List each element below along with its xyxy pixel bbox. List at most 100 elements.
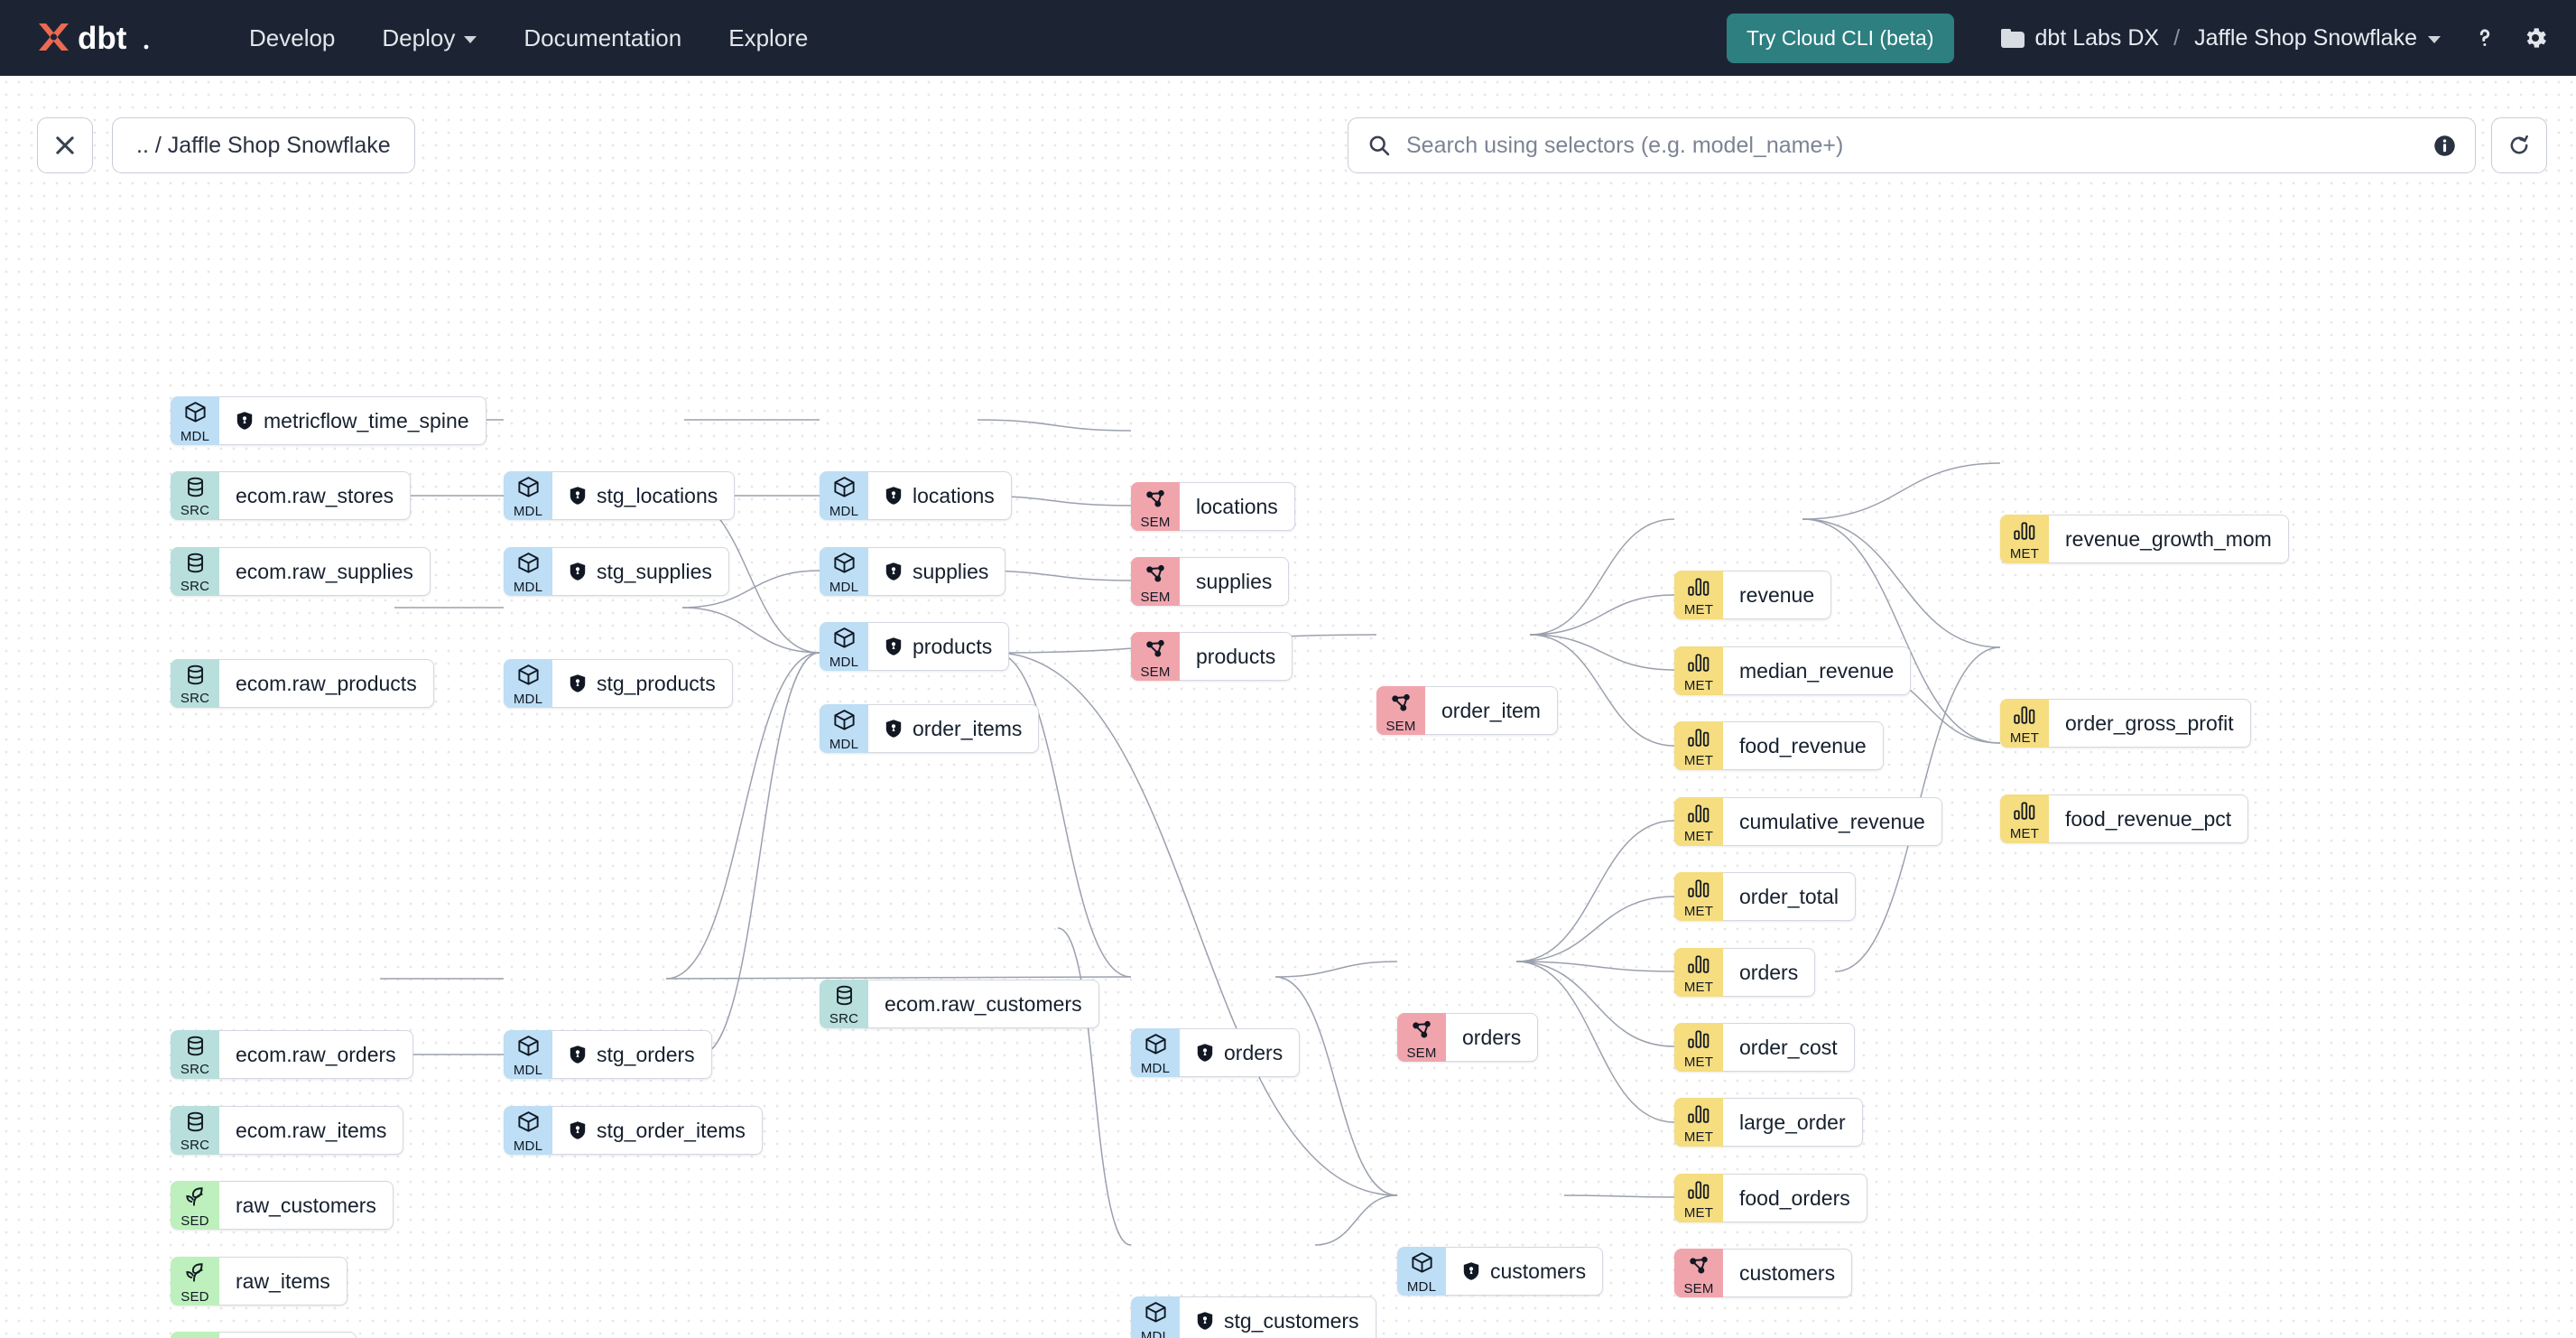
node-body: ecom.raw_stores xyxy=(219,471,412,520)
close-button[interactable] xyxy=(37,117,93,173)
mdl-icon xyxy=(1144,1300,1168,1329)
nav-item-explore[interactable]: Explore xyxy=(705,15,831,61)
project-selector[interactable]: Jaffle Shop Snowflake xyxy=(2194,25,2441,51)
met-icon xyxy=(1687,652,1710,678)
lineage-edge xyxy=(1515,961,1675,1047)
node-type-badge-src: SRC xyxy=(171,1106,219,1155)
search-input[interactable] xyxy=(1406,132,2418,159)
graph-node-ecom.raw_orders[interactable]: SRC ecom.raw_orders xyxy=(171,1030,413,1079)
help-icon[interactable] xyxy=(2471,24,2498,51)
lineage-edge xyxy=(1515,820,1675,962)
node-type-badge-mdl: MDL xyxy=(504,547,552,596)
node-label: locations xyxy=(1196,494,1278,518)
node-type-code: SRC xyxy=(180,1062,210,1077)
info-icon[interactable] xyxy=(2432,134,2457,158)
lineage-toolbar: .. / Jaffle Shop Snowflake xyxy=(0,76,2576,173)
node-label: order_gross_profit xyxy=(2065,711,2234,735)
node-type-badge-met: MET xyxy=(2000,699,2049,748)
node-type-code: SED xyxy=(181,1288,209,1305)
verified-shield-icon xyxy=(570,487,586,505)
node-type-code: MET xyxy=(2009,825,2040,841)
node-body: raw_items xyxy=(219,1257,347,1305)
node-type-code: MDL xyxy=(1406,1279,1437,1295)
settings-gear-icon[interactable] xyxy=(2522,24,2549,51)
node-label: ecom.raw_orders xyxy=(236,1042,396,1066)
nav-item-develop[interactable]: Develop xyxy=(226,15,358,61)
graph-node-met_order_gross_profit[interactable]: MET order_gross_profit xyxy=(2000,699,2251,748)
verified-shield-icon xyxy=(569,1045,587,1064)
node-label: products xyxy=(913,634,993,658)
verified-shield-icon xyxy=(1463,1262,1479,1280)
node-type-badge-mdl: MDL xyxy=(820,547,868,596)
verified-shield-icon xyxy=(236,412,253,430)
node-type-badge-met: MET xyxy=(1674,948,1723,997)
node-type-badge-met: MET xyxy=(1674,1098,1723,1147)
node-body: revenue_growth_mom xyxy=(2049,515,2289,563)
node-type-code: SEM xyxy=(1140,589,1171,605)
node-body: ecom.raw_customers xyxy=(868,980,1099,1028)
node-type-code: MET xyxy=(1683,828,1714,844)
node-type-badge-mdl: MDL xyxy=(820,704,868,753)
dbt-logo[interactable]: dbt xyxy=(34,18,170,58)
node-type-code: MET xyxy=(2009,545,2040,562)
lineage-edge xyxy=(1529,634,1675,671)
breadcrumb[interactable]: .. / Jaffle Shop Snowflake xyxy=(112,117,415,173)
account-name[interactable]: dbt Labs DX xyxy=(2034,24,2160,51)
nav-item-documentation[interactable]: Documentation xyxy=(500,15,705,61)
node-label: order_total xyxy=(1739,884,1839,908)
search-icon xyxy=(1369,135,1390,156)
try-cloud-cli-button[interactable]: Try Cloud CLI (beta) xyxy=(1727,13,1954,63)
verified-shield-icon xyxy=(236,411,254,431)
met-icon xyxy=(1687,1179,1710,1205)
node-label: products xyxy=(1196,644,1276,668)
nav-item-deploy-label: Deploy xyxy=(382,23,456,51)
close-icon xyxy=(56,136,74,154)
graph-node-met_revenue_growth_mom[interactable]: MET revenue_growth_mom xyxy=(2000,515,2289,563)
refresh-button[interactable] xyxy=(2491,117,2547,173)
node-type-code: MDL xyxy=(513,1063,543,1078)
mdl-icon xyxy=(516,663,541,692)
nav-item-deploy[interactable]: Deploy xyxy=(358,15,500,61)
node-body: orders xyxy=(1180,1028,1301,1077)
search-bar[interactable] xyxy=(1348,117,2476,173)
graph-node-raw_items[interactable]: SED raw_items xyxy=(171,1257,347,1305)
sed-icon xyxy=(183,1261,207,1289)
